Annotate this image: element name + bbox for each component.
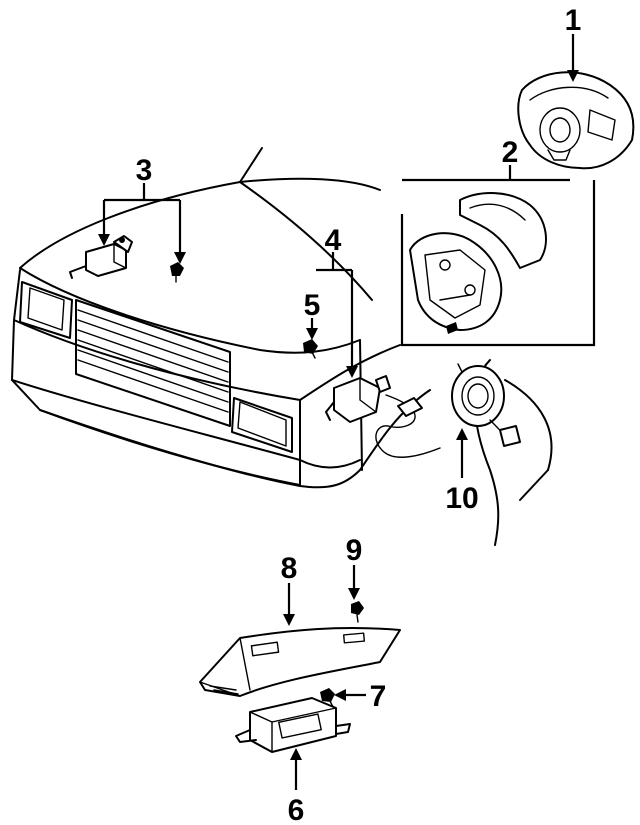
airbag-module bbox=[517, 71, 635, 170]
callout-5: 5 bbox=[304, 289, 321, 322]
front-sensor-left bbox=[69, 235, 133, 279]
callout-leaders bbox=[98, 34, 596, 790]
clock-spring bbox=[451, 363, 521, 447]
callout-4: 4 bbox=[325, 224, 342, 257]
front-sensor-right bbox=[325, 375, 441, 458]
bolt-9 bbox=[351, 601, 364, 623]
callout-6: 6 bbox=[288, 794, 305, 825]
vehicle-front-outline bbox=[11, 147, 431, 489]
callout-8: 8 bbox=[281, 552, 298, 585]
callout-1: 1 bbox=[565, 4, 582, 37]
callout-9: 9 bbox=[346, 534, 363, 567]
steering-wheel-assembly bbox=[409, 192, 547, 334]
bolt-left bbox=[170, 262, 184, 283]
bolt-5 bbox=[303, 339, 318, 359]
callout-2: 2 bbox=[502, 136, 519, 169]
callout-7: 7 bbox=[370, 680, 387, 713]
sensor-cover bbox=[199, 627, 401, 697]
callout-10: 10 bbox=[445, 482, 478, 515]
airbag-control-module bbox=[235, 697, 351, 753]
callout-3: 3 bbox=[136, 154, 153, 187]
